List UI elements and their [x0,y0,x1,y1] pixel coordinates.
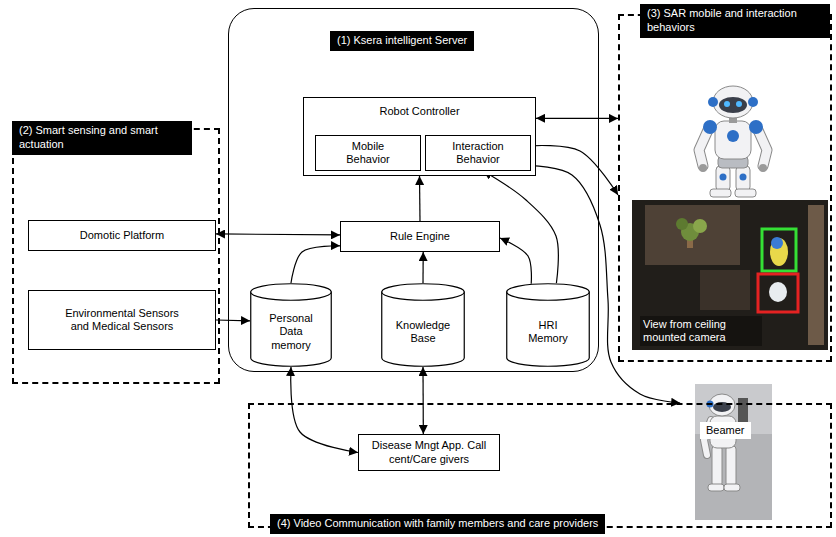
server-region: (1) Ksera intelligent ServerRobot Contro… [228,8,599,372]
box-label: Rule Engine [390,230,450,243]
cylinder-body [251,292,332,366]
region-heading: (2) Smart sensing and smart actuation [12,121,192,155]
controller-box: Robot ControllerMobile Behavior Interacti… [303,97,536,176]
box-label: Domotic Platform [80,229,164,242]
dashed-group: (2) Smart sensing and smart actuationDom… [12,128,220,384]
memory-cylinder: Personal Data memory [250,283,332,367]
box-label: Personal Data memory [261,312,321,352]
engine-box: Rule Engine [340,221,500,252]
connector-arrow [419,176,421,221]
box-label: Mobile Behavior [338,140,398,166]
memory-cylinder: Knowledge Base [381,283,465,367]
app-box: Disease Mngt App. Call cent/Care givers [358,434,500,471]
connector-arrow [531,146,618,195]
memory-cylinder: HRI Memory [506,283,590,367]
cylinder-top [251,284,332,301]
device-box: Environmental Sensors and Medical Sensor… [28,290,216,350]
connector-arrow [422,367,424,434]
connector-arrow [291,367,358,453]
box-label: Knowledge Base [388,319,458,345]
region-heading: (1) Ksera intelligent Server [330,31,474,51]
box-label: Interaction Behavior [443,140,513,166]
connector-arrow [216,234,340,235]
behavior-box: Mobile Behavior [315,135,421,171]
box-label: Environmental Sensors and Medical Sensor… [61,307,183,333]
box-label: Disease Mngt App. Call cent/Care givers [371,439,487,465]
box-label: Robot Controller [379,105,459,118]
photo-caption: Beamer [700,422,751,439]
region-heading: (3) SAR mobile and interaction behaviors [640,4,830,38]
connector-arrow [422,252,423,283]
dashed-group: (3) SAR mobile and interaction behaviors [618,14,832,362]
cylinder-body [507,292,590,366]
cylinder-body [382,292,465,366]
camera-photo [632,200,828,350]
connector-arrow [536,118,618,119]
behavior-box: Interaction Behavior [425,135,531,171]
box-label: HRI Memory [524,319,572,345]
device-box: Domotic Platform [28,220,216,251]
connector-arrow [216,319,250,321]
nao-robot [699,86,767,197]
cylinder-top [507,284,590,301]
connector-arrow [500,238,531,284]
cylinder-top [382,284,465,301]
photo-caption: View from ceiling mounted camera [640,316,762,346]
cylinder-outline [250,283,332,367]
region-heading: (4) Video Communication with family memb… [270,514,605,534]
connector-arrow [291,246,340,283]
